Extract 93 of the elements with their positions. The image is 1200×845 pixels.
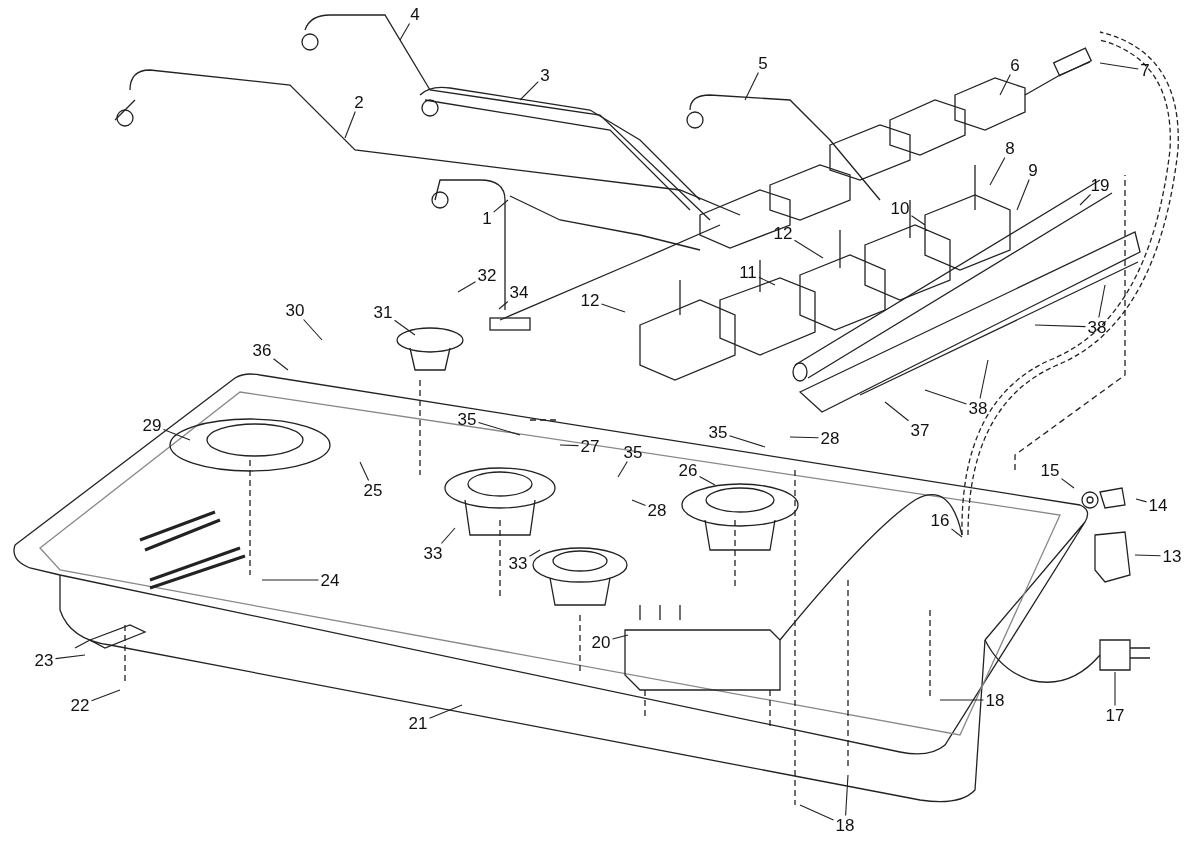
callout-number: 13 [1162, 547, 1182, 565]
leader-line [728, 435, 766, 448]
callout-number: 2 [354, 93, 364, 111]
leader-line [1134, 554, 1162, 557]
leader-line [440, 527, 456, 545]
leader-line [698, 475, 716, 486]
callout-number: 12 [773, 224, 793, 242]
callout-number: 17 [1105, 706, 1125, 724]
leader-line [799, 804, 835, 821]
callout-number: 4 [410, 5, 420, 23]
leader-line [393, 319, 416, 336]
leader-line [617, 460, 628, 478]
leader-line [559, 444, 580, 447]
leader-line [90, 689, 121, 702]
callout-number: 27 [580, 437, 600, 455]
leader-line [303, 318, 323, 341]
leader-line [845, 774, 849, 817]
callout-number: 35 [708, 423, 728, 441]
leader-line [359, 461, 370, 482]
leader-line [924, 389, 968, 405]
callout-number: 35 [623, 443, 643, 461]
leader-line [950, 528, 963, 538]
callout-number: 38 [1087, 318, 1107, 336]
callout-number: 11 [739, 263, 757, 281]
leader-line [457, 281, 477, 293]
leader-line [884, 401, 910, 422]
callout-number: 6 [1010, 56, 1020, 74]
callout-number: 38 [968, 399, 988, 417]
leader-line [989, 156, 1006, 186]
callout-number: 31 [373, 303, 393, 321]
callout-number: 16 [930, 511, 950, 529]
leader-line [1098, 284, 1106, 319]
leader-line [399, 22, 411, 41]
callout-number: 19 [1090, 176, 1110, 194]
callout-number: 34 [509, 283, 529, 301]
callout-number: 28 [647, 501, 667, 519]
callout-number: 24 [320, 571, 340, 589]
leader-line [1114, 671, 1116, 707]
leader-line [428, 704, 463, 719]
leader-line [979, 359, 989, 400]
callout-number: 1 [482, 209, 492, 227]
callout-number: 30 [285, 301, 305, 319]
callout-number: 5 [758, 54, 768, 72]
leader-line [793, 239, 824, 259]
leader-line [272, 358, 289, 371]
callout-number: 7 [1140, 61, 1150, 79]
callout-number: 37 [910, 421, 930, 439]
leader-line [54, 654, 86, 660]
callout-number: 3 [540, 66, 550, 84]
leader-line [1034, 324, 1087, 328]
callout-number: 35 [457, 410, 477, 428]
callout-number: 33 [423, 544, 443, 562]
callout-number: 18 [985, 691, 1005, 709]
callout-number: 33 [508, 554, 528, 572]
leader-line [1099, 62, 1139, 70]
callout-number: 29 [142, 416, 162, 434]
callout-number: 9 [1028, 161, 1038, 179]
callout-number: 8 [1005, 139, 1015, 157]
leader-line [162, 428, 191, 441]
callout-number: 14 [1148, 496, 1168, 514]
leader-line [611, 634, 629, 640]
leader-line [493, 199, 509, 213]
leader-line [758, 276, 776, 286]
leader-line [344, 110, 356, 139]
callout-number: 23 [34, 651, 54, 669]
callout-number: 10 [890, 199, 910, 217]
leader-line [477, 421, 521, 436]
callout-number: 26 [678, 461, 698, 479]
callout-number: 20 [591, 633, 611, 651]
callout-number: 25 [363, 481, 383, 499]
leader-line [528, 549, 541, 557]
callout-number: 18 [835, 816, 855, 834]
leader-line [789, 436, 820, 439]
callout-number: 36 [252, 341, 272, 359]
leader-line [631, 499, 647, 506]
leader-line [1060, 478, 1075, 489]
callout-number: 32 [477, 266, 497, 284]
leader-line [1079, 193, 1092, 206]
leader-line [744, 71, 759, 101]
callout-number: 21 [408, 714, 428, 732]
leader-line [261, 579, 320, 581]
callout-number: 28 [820, 429, 840, 447]
leader-line [498, 300, 509, 310]
leader-line [600, 303, 626, 313]
callout-number: 15 [1040, 461, 1060, 479]
leader-line [999, 73, 1011, 96]
leader-line [939, 699, 985, 701]
leader-line [1016, 178, 1030, 211]
callout-number: 12 [580, 291, 600, 309]
leader-line [519, 81, 539, 101]
leader-line [1135, 498, 1148, 503]
callout-number: 22 [70, 696, 90, 714]
leader-line [910, 215, 926, 226]
